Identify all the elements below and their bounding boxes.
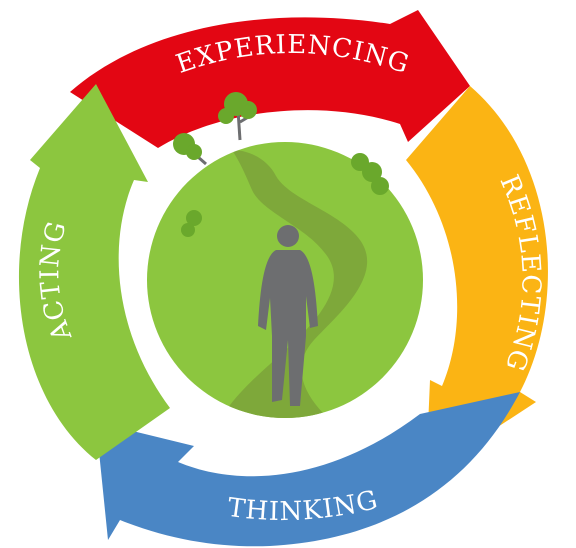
tree-icon (218, 92, 257, 141)
winding-path (220, 150, 368, 418)
arrow-reflecting (406, 86, 548, 474)
walking-person-icon (258, 225, 318, 406)
bush-icon (351, 153, 389, 195)
bush-icon (181, 210, 202, 237)
arrow-experiencing (70, 10, 470, 148)
arrow-thinking (96, 392, 520, 547)
globe-illustration (147, 92, 423, 418)
tree-icon (173, 133, 207, 166)
arrow-acting (18, 84, 171, 460)
